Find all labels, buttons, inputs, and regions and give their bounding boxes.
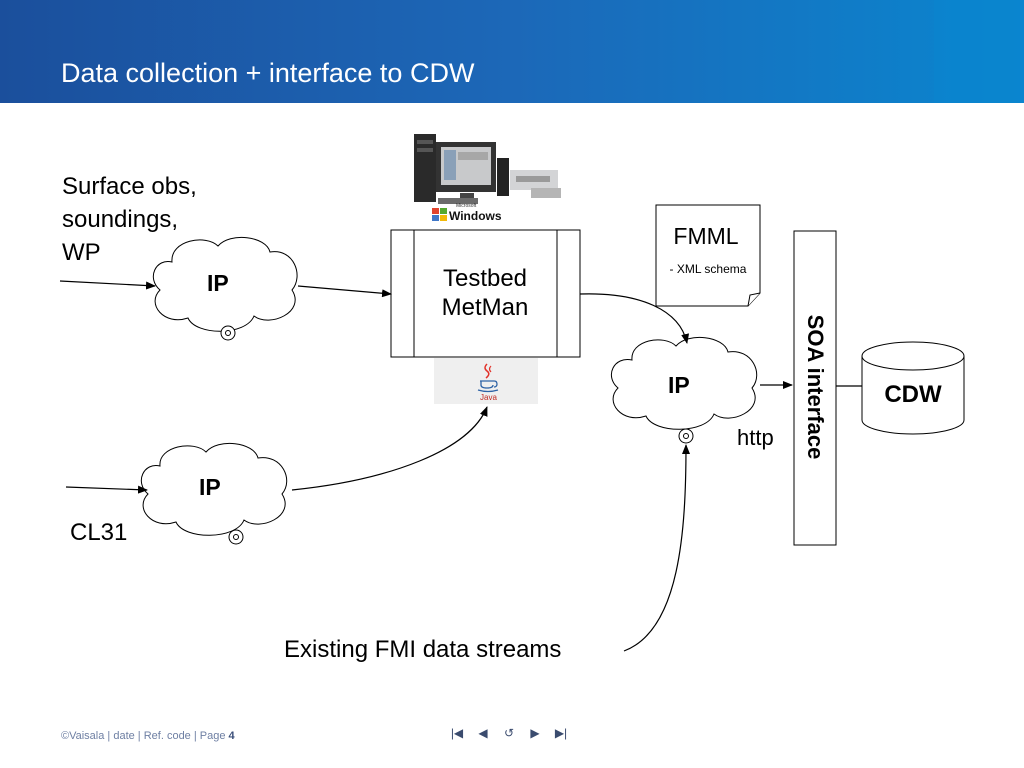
windows-computer-image: Microsoft Windows: [401, 132, 571, 223]
ip-label-middle: IP: [668, 372, 690, 398]
java-label: Java: [480, 393, 497, 402]
windows-sublabel: Microsoft: [456, 203, 477, 209]
arrow-cl31-to-ip: [65, 485, 148, 494]
nav-first-button[interactable]: |◀: [450, 726, 464, 740]
existing-streams-label: Existing FMI data streams: [284, 636, 562, 663]
slide-header: Data collection + interface to CDW: [0, 0, 1024, 103]
windows-logo-icon: [432, 208, 447, 221]
testbed-label: Testbed MetMan: [390, 264, 580, 322]
ip-cloud-top: [152, 236, 298, 341]
ip-cloud-middle: [611, 336, 758, 444]
fmml-title: FMML: [673, 223, 739, 249]
java-logo-icon: Java: [434, 358, 538, 404]
footer-page-number: 4: [228, 730, 235, 742]
testbed-box: [390, 229, 581, 358]
arrow-source-to-ip: [59, 280, 156, 290]
soa-interface-bar: [793, 230, 837, 546]
cdw-label: CDW: [884, 381, 942, 408]
source-line-2: soundings,: [62, 206, 179, 233]
arrow-testbed-to-ip: [579, 293, 690, 344]
soa-interface-label: SOA interface: [803, 314, 828, 460]
nav-prev-button[interactable]: ◀: [478, 726, 488, 740]
arrow-streams-to-ip: [623, 444, 690, 652]
ip-cloud-bottom: [140, 442, 288, 545]
cdw-database-icon: [861, 341, 965, 435]
testbed-line-2: MetMan: [441, 294, 529, 321]
cl31-label: CL31: [70, 519, 128, 546]
footer-text: ©Vaisala | date | Ref. code | Page: [61, 730, 229, 742]
ip-label-top: IP: [207, 270, 229, 296]
source-line-3: WP: [62, 239, 101, 266]
source-line-1: Surface obs,: [62, 173, 197, 200]
nav-next-button[interactable]: ▶: [530, 726, 540, 740]
testbed-line-1: Testbed: [442, 265, 528, 292]
slide-navigation: |◀ ◀ ↺ ▶ ▶|: [446, 726, 572, 740]
fmml-document: [655, 204, 761, 307]
nav-return-button[interactable]: ↺: [503, 726, 515, 740]
footer: ©Vaisala | date | Ref. code | Page 4: [61, 730, 235, 742]
nav-last-button[interactable]: ▶|: [554, 726, 568, 740]
fmml-subtitle: - XML schema: [669, 262, 747, 276]
slide-title: Data collection + interface to CDW: [61, 58, 475, 88]
ip-label-bottom: IP: [199, 474, 221, 500]
http-label: http: [737, 425, 774, 450]
header-accent: [934, 0, 1024, 103]
arrow-ip-to-java: [291, 406, 488, 491]
arrow-ip-to-testbed: [297, 285, 392, 298]
source-label: Surface obs, soundings, WP: [62, 170, 197, 269]
windows-label: Windows: [449, 209, 502, 223]
